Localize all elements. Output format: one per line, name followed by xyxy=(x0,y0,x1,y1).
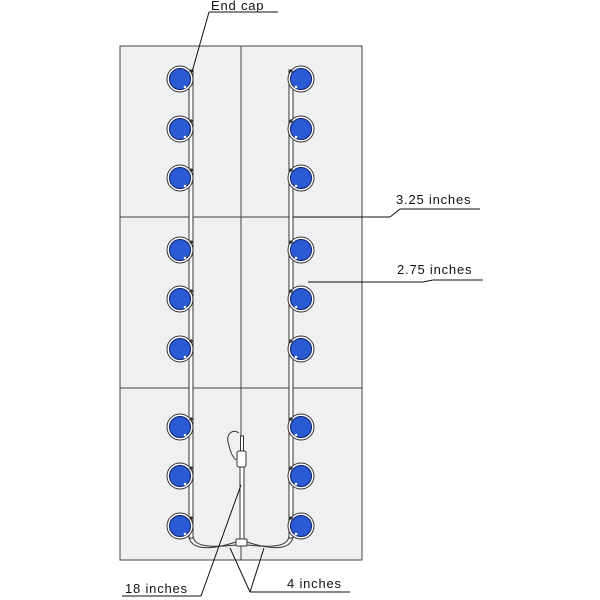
drip-joint-left-7 xyxy=(189,417,193,421)
drip-joint-left-2 xyxy=(189,119,193,123)
emitter-hole-right-5 xyxy=(294,305,298,309)
drip-joint-right-9 xyxy=(289,516,293,520)
end-cap-leader xyxy=(191,11,210,73)
net-pot-left-2 xyxy=(168,117,192,141)
leader-lines xyxy=(122,11,483,597)
net-pot-right-1 xyxy=(289,67,313,91)
emitter-hole-left-7 xyxy=(183,433,187,437)
tube-long-leader xyxy=(200,484,242,597)
emitter-hole-left-5 xyxy=(183,305,187,309)
emitter-hole-right-3 xyxy=(294,184,298,188)
planting-sites xyxy=(166,65,315,540)
net-pot-right-4 xyxy=(289,238,313,262)
spacing-b-label: 2.75 inches xyxy=(397,262,472,277)
net-pot-right-6 xyxy=(289,337,313,361)
emitter-hole-left-8 xyxy=(183,482,187,486)
drip-joint-left-4 xyxy=(189,240,193,244)
net-pot-right-3 xyxy=(289,166,313,190)
net-pot-left-7 xyxy=(168,415,192,439)
drip-joint-right-5 xyxy=(289,289,293,293)
emitter-hole-right-7 xyxy=(294,433,298,437)
drip-joint-right-7 xyxy=(289,417,293,421)
spacing-a-label: 3.25 inches xyxy=(396,192,471,207)
drip-joint-right-4 xyxy=(289,240,293,244)
feed-hose xyxy=(227,430,240,461)
drip-joint-left-6 xyxy=(189,339,193,343)
net-pot-right-8 xyxy=(289,464,313,488)
drip-joint-left-8 xyxy=(189,466,193,470)
emitter-hole-right-6 xyxy=(294,355,298,359)
emitter-hole-left-6 xyxy=(183,355,187,359)
right-bend xyxy=(246,535,294,549)
connector-body xyxy=(236,450,247,468)
net-pot-right-7 xyxy=(289,415,313,439)
emitter-hole-left-4 xyxy=(183,256,187,260)
emitter-hole-left-2 xyxy=(183,135,187,139)
feed-tube-upper xyxy=(240,435,244,452)
left-bend xyxy=(188,535,237,549)
drip-joint-left-3 xyxy=(189,168,193,172)
net-pot-right-2 xyxy=(289,117,313,141)
tube-long-label: 18 inches xyxy=(125,581,188,596)
net-pot-right-9 xyxy=(289,514,313,538)
emitter-hole-right-1 xyxy=(294,85,298,89)
drip-joint-right-2 xyxy=(289,119,293,123)
right-bend-inner xyxy=(246,535,290,547)
tee-fitting xyxy=(235,538,248,547)
end-cap-label: End cap xyxy=(211,0,264,13)
net-pot-left-8 xyxy=(168,464,192,488)
emitter-hole-right-8 xyxy=(294,482,298,486)
net-pot-left-4 xyxy=(168,238,192,262)
net-pot-left-9 xyxy=(168,514,192,538)
emitter-hole-right-2 xyxy=(294,135,298,139)
drip-joint-left-9 xyxy=(189,516,193,520)
net-pot-left-3 xyxy=(168,166,192,190)
drip-joint-right-1 xyxy=(289,69,293,73)
net-pot-right-5 xyxy=(289,287,313,311)
emitter-hole-left-9 xyxy=(183,532,187,536)
spacing-a-leader-tick xyxy=(389,208,401,218)
spacing-b-leader-tick xyxy=(422,279,434,283)
net-pot-left-5 xyxy=(168,287,192,311)
net-pot-left-6 xyxy=(168,337,192,361)
drip-joint-right-8 xyxy=(289,466,293,470)
tube-short-label: 4 inches xyxy=(287,576,342,591)
emitter-hole-right-4 xyxy=(294,256,298,260)
left-bend-inner xyxy=(192,535,237,547)
emitter-hole-left-3 xyxy=(183,184,187,188)
emitter-hole-left-1 xyxy=(183,85,187,89)
tube-short-leader-b xyxy=(249,547,265,593)
emitter-hole-right-9 xyxy=(294,532,298,536)
feed-line xyxy=(227,430,248,547)
tube-short-leader-a xyxy=(229,547,251,593)
drip-joint-right-6 xyxy=(289,339,293,343)
feed-tube-lower xyxy=(239,466,245,543)
drip-joint-left-5 xyxy=(189,289,193,293)
net-pot-left-1 xyxy=(168,67,192,91)
drip-joint-right-3 xyxy=(289,168,293,172)
